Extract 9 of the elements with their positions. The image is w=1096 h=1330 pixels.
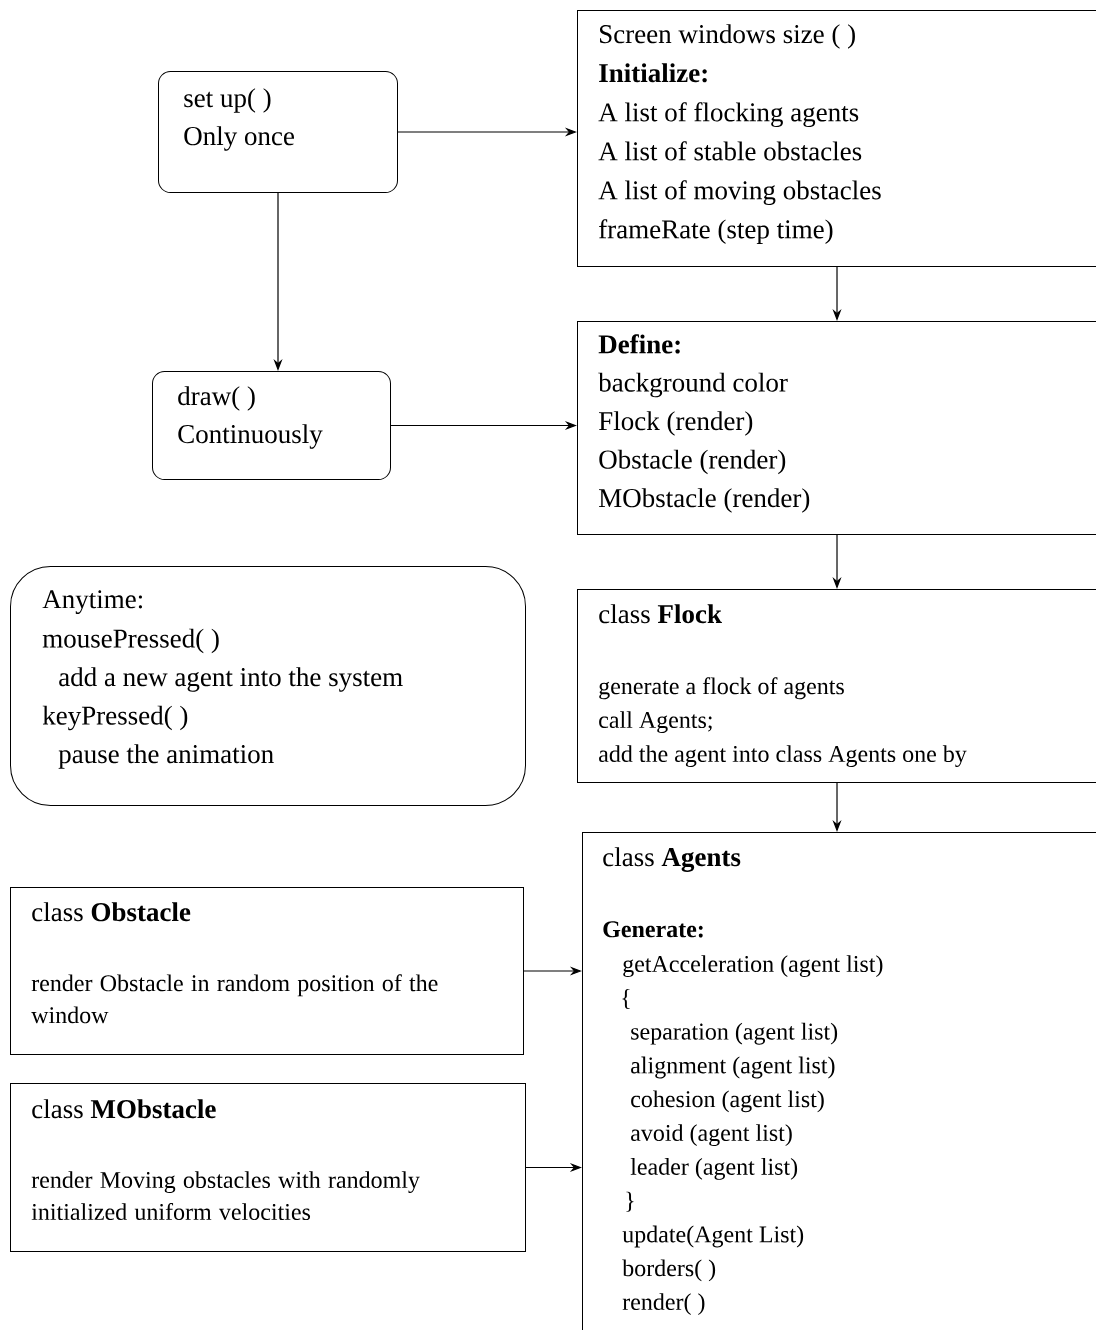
rounded-box: set up( ) Only once [158,71,398,193]
process-box: Define: background color Flock (render) Obstacle (render) MObstacle (render) [577,321,1096,535]
process-box: Screen windows size ( ) Initialize: A list of flocking agents A list of stable obstacles A list of moving obstacles frameRate (step time) [577,10,1096,267]
process-box: class MObstacle render Moving obstacles with randomly initialized uniform velocities [10,1083,526,1252]
process-box: class Agents Generate: getAcceleration (agent list) { separation (agent list) alignment (agent list) cohesion (agent list) avoid (agent list) leader (agent list) } update(Agent List) borders( ) render( ) [582,832,1096,1330]
process-box: class Obstacle render Obstacle in random position of the window [10,887,524,1055]
rounded-box: Anytime: mousePressed( ) add a new agent into the system keyPressed( ) pause the animation [10,566,526,806]
process-box: class Flock generate a flock of agents call Agents; add the agent into class Agents one by [577,589,1096,783]
rounded-box: draw( ) Continuously [152,371,391,480]
